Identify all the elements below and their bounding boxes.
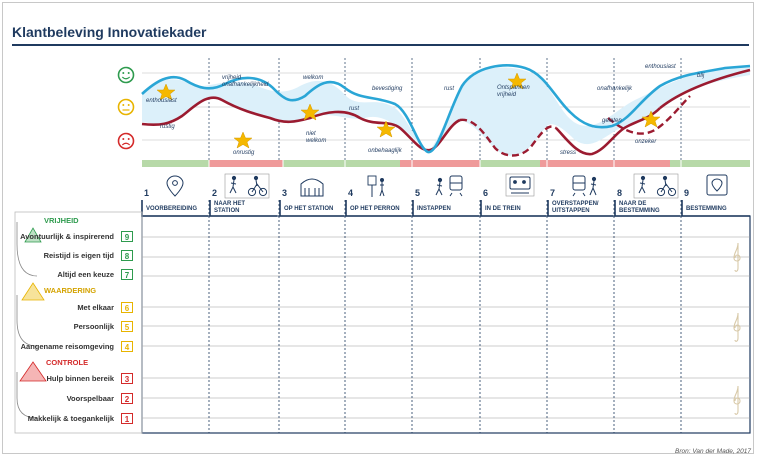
transfer-train-icon (572, 175, 597, 197)
step-number: 4 (348, 188, 354, 198)
label-blij: blij (697, 73, 705, 79)
star-icon (507, 72, 527, 90)
title-underline (12, 44, 749, 46)
sad-face-icon (117, 132, 135, 150)
expectation-curve (141, 96, 461, 152)
label-rust-2: rust (444, 86, 455, 92)
level-label: Avontuurlijk & inspirerend (20, 232, 114, 241)
level-label: Hulp binnen bereik (46, 374, 114, 383)
actual-experience-dashed (459, 118, 557, 157)
star-icon (641, 110, 661, 128)
step-number: 7 (550, 188, 556, 198)
level-number-badge: 6 (121, 302, 133, 313)
step-number: 1 (144, 188, 150, 198)
actual-experience-dashed-2 (607, 95, 691, 135)
star-markers (156, 72, 661, 149)
star-icon (376, 120, 396, 138)
step-number: 8 (617, 188, 623, 198)
label-stress: stress (560, 150, 577, 156)
expectation-curve-3 (659, 68, 751, 110)
experience-curve (141, 64, 751, 154)
level-number-badge: 5 (121, 321, 133, 332)
star-icon (233, 131, 253, 149)
label-onzeker: onzeker (635, 139, 657, 145)
boarding-train-icon (435, 175, 463, 197)
step-number: 3 (282, 188, 288, 198)
level-label: Reistijd is eigen tijd (43, 251, 114, 260)
step-number: 9 (684, 188, 690, 198)
destination-pin-icon (706, 174, 728, 196)
label-vrijheid: vrijheid onafhankelijkheid (222, 75, 269, 88)
level-number-badge: 7 (121, 269, 133, 280)
happy-face-icon (117, 66, 135, 84)
step-name-naar-het-station: NAAR HET STATION (214, 201, 245, 214)
level-number-badge: 2 (121, 393, 133, 404)
step-number: 5 (415, 188, 421, 198)
label-niet-welkom: niet welkom (306, 131, 327, 144)
level-number-badge: 8 (121, 250, 133, 261)
step-name-bestemming: BESTEMMING (686, 206, 727, 212)
grid-columns (208, 200, 682, 433)
level-number-badge: 3 (121, 373, 133, 384)
label-enthousiast-2: enthousiast (645, 64, 676, 70)
step-number: 6 (483, 188, 489, 198)
clef-icon (733, 242, 741, 415)
status-bar (142, 160, 750, 167)
category-controle: CONTROLE (46, 358, 89, 367)
level-number-badge: 4 (121, 341, 133, 352)
platform-sign-icon (367, 175, 385, 197)
level-label: Makkelijk & toegankelijk (27, 414, 114, 423)
step-name-voorbereiding: VOORBEREIDING (146, 206, 198, 212)
label-rust: rust (349, 106, 360, 112)
step-name-op-het-station: OP HET STATION (284, 206, 334, 212)
level-label: Altijd een keuze (57, 270, 114, 279)
walk-bike-icon (224, 173, 270, 199)
label-ontspannen: Ontspannen vrijheid (497, 85, 530, 98)
curve-gap-fill (142, 66, 750, 156)
label-welkom: welkom (303, 75, 324, 81)
category-vrijheid: VRIJHEID (44, 216, 79, 225)
label-onafhankelijk: onafhankelijk (597, 86, 633, 92)
grid-area (141, 215, 751, 434)
category-waardering: WAARDERING (44, 286, 97, 295)
level-label: Voorspelbaar (66, 394, 114, 403)
level-label: Met elkaar (77, 303, 114, 312)
location-pin-icon (166, 175, 184, 197)
phase-dividers-top (208, 58, 682, 160)
label-onbehaaglijk: onbehaaglijk (368, 148, 402, 154)
page-title: Klantbeleving Innovatiekader (12, 24, 207, 40)
level-number-badge: 1 (121, 413, 133, 424)
level-label: Persoonlijk (73, 322, 114, 331)
star-icon (156, 83, 176, 101)
step-number: 2 (212, 188, 218, 198)
station-building-icon (300, 178, 324, 197)
label-onrustig: onrustig (233, 150, 255, 156)
step-name-op-het-perron: OP HET PERRON (350, 206, 400, 212)
step-name-instappen: INSTAPPEN (417, 206, 451, 212)
label-gelaten: gelaten (602, 118, 622, 124)
train-seat-icon (505, 173, 535, 197)
neutral-face-icon (117, 98, 135, 116)
star-icon (300, 103, 320, 121)
grid-rows (142, 236, 750, 419)
label-bevestiging: bevestiging (372, 86, 403, 92)
level-label: Aangename reisomgeving (20, 342, 114, 351)
source-caption: Bron: Van der Made, 2017 (674, 448, 751, 455)
step-name-overstappen: OVERSTAPPEN/ UITSTAPPEN (552, 201, 599, 214)
walk-bike-icon (633, 173, 679, 199)
pyramid-frame (14, 211, 143, 434)
level-number-badge: 9 (121, 231, 133, 242)
label-rustig: rustig (160, 124, 175, 130)
step-name-in-de-trein: IN DE TREIN (485, 206, 521, 212)
step-name-naar-de-bestemming: NAAR DE BESTEMMING (619, 201, 660, 214)
label-enthousiast: enthousiast (146, 98, 177, 104)
